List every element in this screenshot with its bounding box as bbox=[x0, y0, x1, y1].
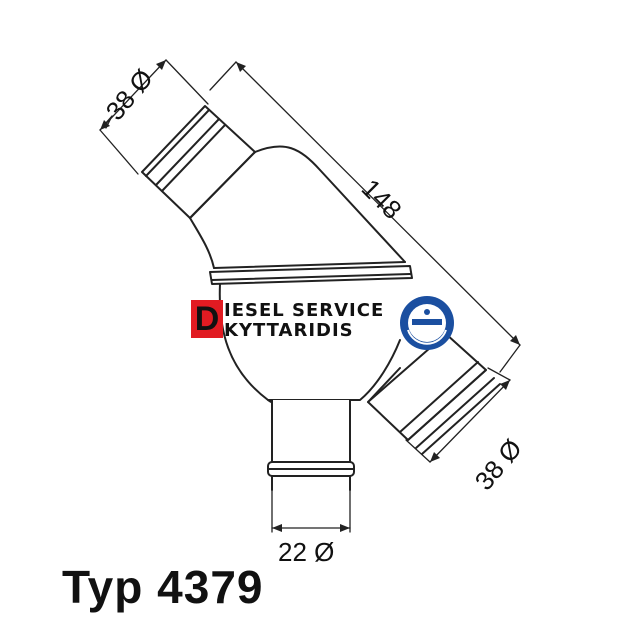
housing-flange bbox=[209, 261, 413, 285]
right-inlet-pipe bbox=[367, 333, 501, 455]
logo-line-1: IESEL SERVICE bbox=[224, 300, 385, 321]
logo-line-2: KYTTARIDIS bbox=[224, 320, 354, 341]
certification-seal-icon bbox=[400, 296, 454, 350]
upper-inlet-pipe bbox=[141, 105, 406, 269]
dim-inlet-right: 38 Ø bbox=[469, 433, 528, 495]
type-label: Typ 4379 bbox=[62, 561, 264, 613]
dim-outlet-bottom: 22 Ø bbox=[278, 537, 334, 567]
logo-letter: D bbox=[191, 300, 223, 338]
dim-inlet-top: 38 Ø bbox=[100, 63, 159, 125]
dimension-lines bbox=[99, 59, 521, 533]
bottom-outlet-pipe bbox=[267, 399, 355, 491]
dimension-arrows bbox=[100, 60, 520, 532]
